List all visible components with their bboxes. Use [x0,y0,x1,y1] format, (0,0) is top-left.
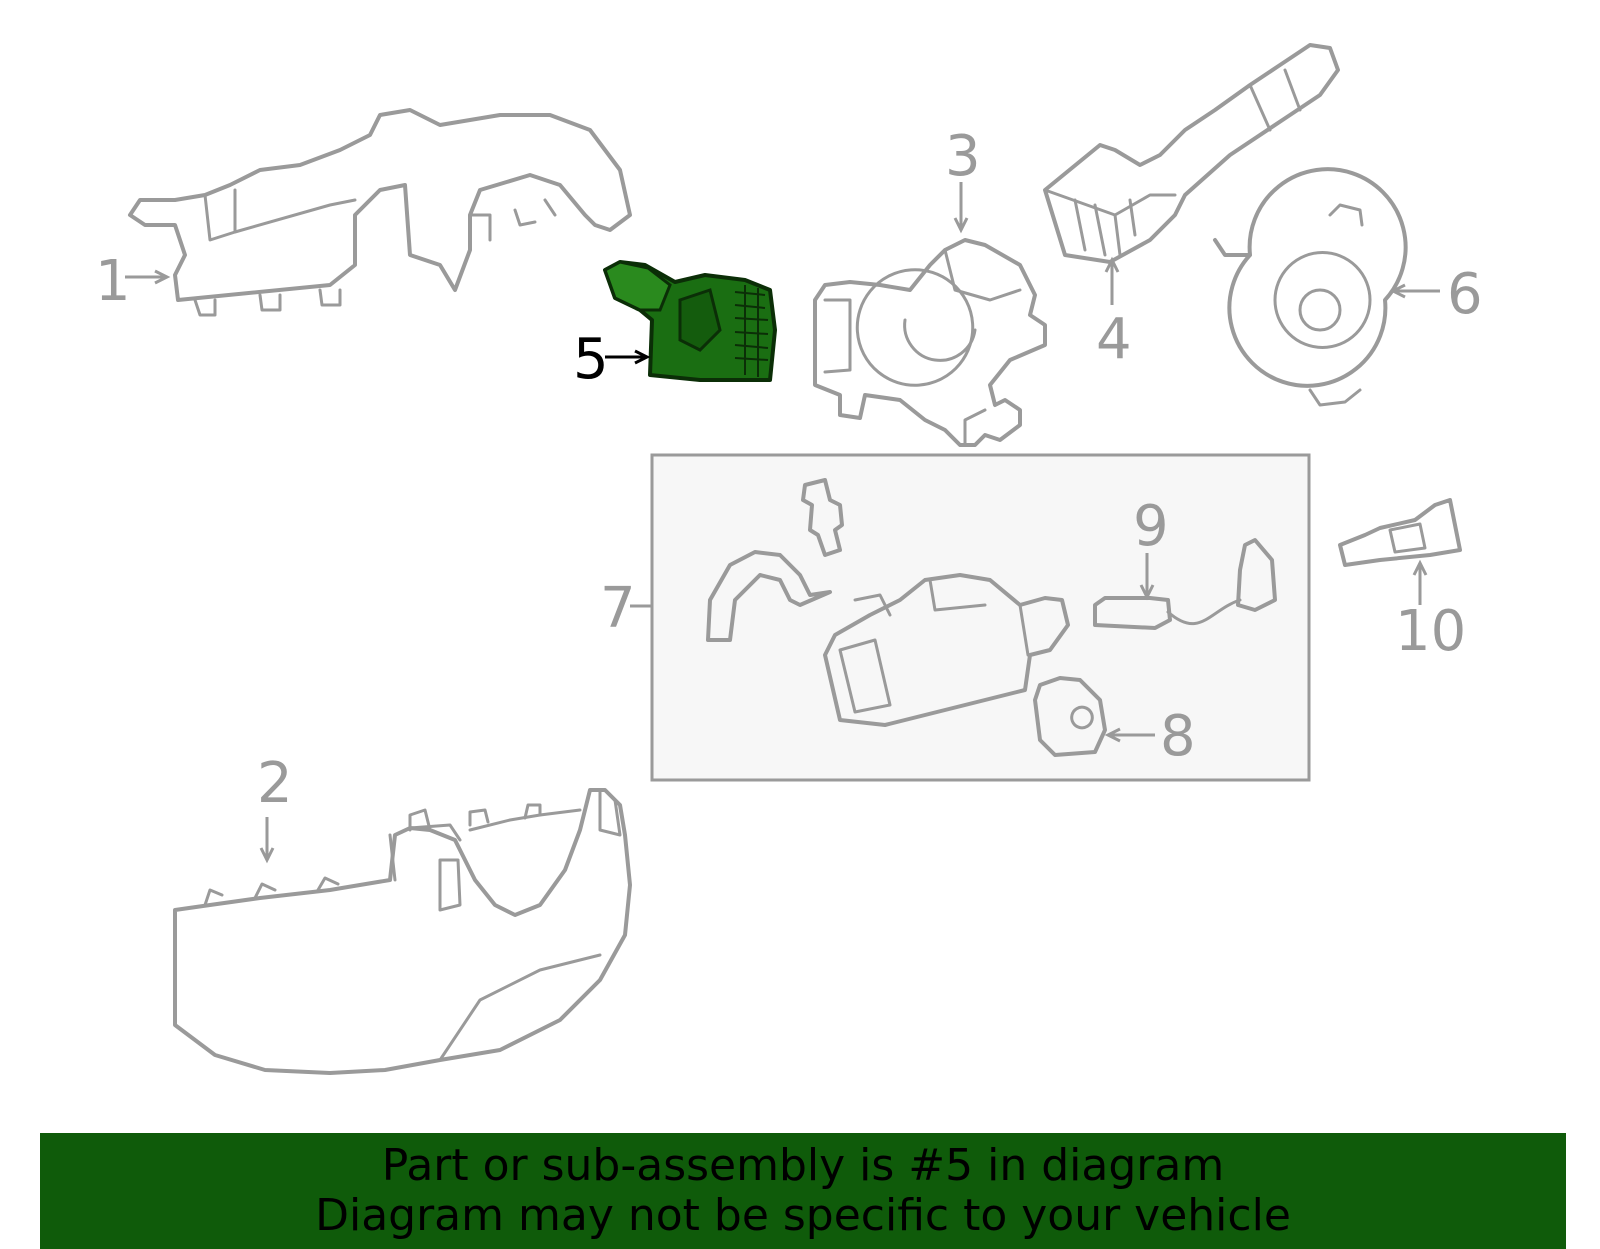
part-2-lower-cover[interactable] [173,788,632,1075]
callout-arrows [125,182,1440,864]
callout-3: 3 [945,124,981,189]
part-6-clock-spring[interactable] [1213,167,1408,407]
part-8-ignition-switch[interactable] [1033,676,1107,757]
banner-line-2: Diagram may not be specific to your vehi… [315,1190,1291,1241]
part-1-upper-cover[interactable] [128,108,632,317]
callout-1: 1 [95,249,131,314]
subassembly-box-7 [650,453,1311,782]
info-banner: Part or sub-assembly is #5 in diagram Di… [40,1133,1566,1249]
part-5-turn-signal-switch[interactable] [603,260,777,382]
part-7-ignition-housing[interactable] [823,573,1070,727]
part-3-column-housing[interactable] [813,238,1047,447]
part-7-bracket[interactable] [706,550,832,642]
callout-2: 2 [257,751,293,816]
callout-8: 8 [1160,704,1196,769]
callout-9: 9 [1133,494,1169,559]
callout-10: 10 [1395,599,1466,664]
banner-line-1: Part or sub-assembly is #5 in diagram [381,1140,1225,1191]
part-10-actuator[interactable] [1338,498,1462,567]
part-9-sensor[interactable] [1093,538,1277,630]
part-7-lock-cylinder-pin[interactable] [801,478,844,557]
part-4-wiper-switch[interactable] [1043,43,1340,264]
callout-7: 7 [600,576,636,641]
callout-4: 4 [1096,307,1132,372]
callout-5: 5 [573,327,609,392]
callout-6: 6 [1447,262,1483,327]
